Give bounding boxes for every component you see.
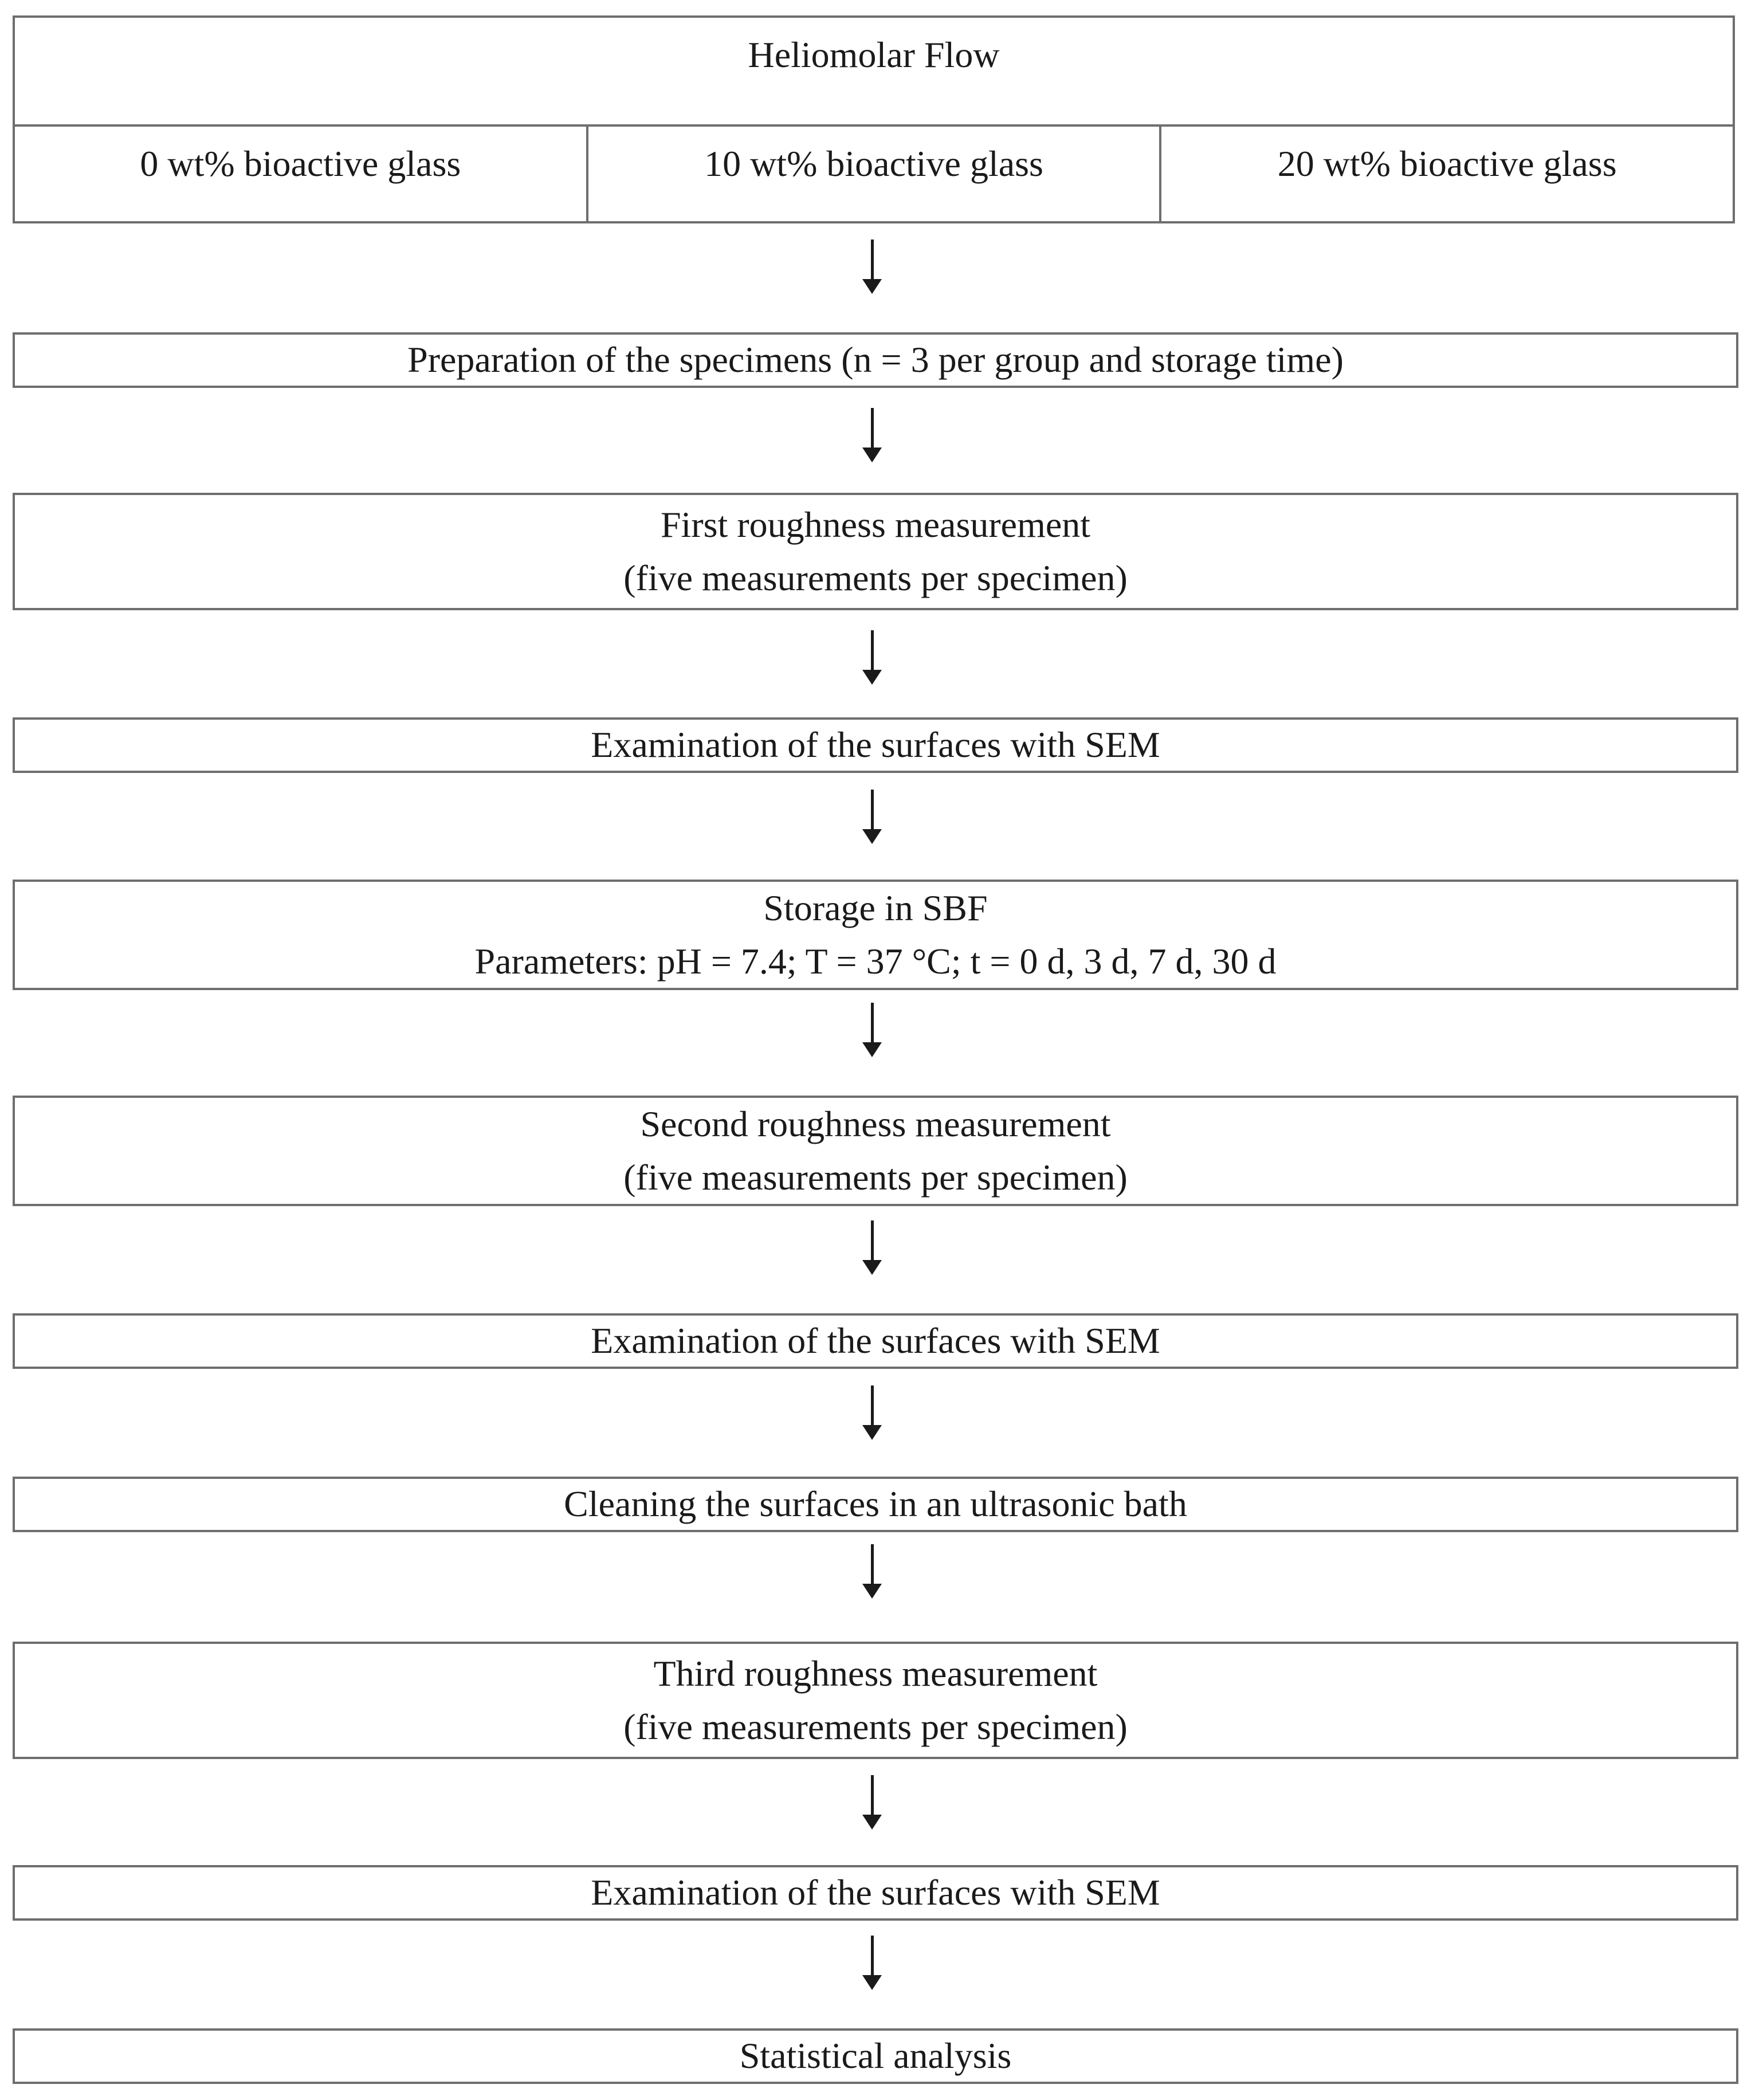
step-storage-title: Storage in SBF	[763, 887, 988, 928]
flow-arrow-down-icon	[862, 408, 882, 462]
step-statistical-analysis: Statistical analysis	[13, 2028, 1738, 2084]
step-first-roughness-detail: (five measurements per specimen)	[623, 557, 1128, 598]
flow-arrow-down-icon	[862, 1544, 882, 1599]
step-third-roughness-measurement: Third roughness measurement (five measur…	[13, 1642, 1738, 1759]
step-third-sem-text: Examination of the surfaces with SEM	[591, 1872, 1160, 1913]
group-cell-0-wt: 0 wt% bioactive glass	[15, 127, 586, 221]
material-title: Heliomolar Flow	[748, 34, 1000, 75]
step-first-roughness-measurement: First roughness measurement (five measur…	[13, 493, 1738, 610]
group-columns: 0 wt% bioactive glass 10 wt% bioactive g…	[15, 127, 1733, 221]
flow-arrow-down-icon	[862, 1220, 882, 1275]
step-first-sem-text: Examination of the surfaces with SEM	[591, 724, 1160, 766]
step-specimen-preparation-text: Preparation of the specimens (n = 3 per …	[407, 339, 1344, 380]
group-label-0-wt: 0 wt% bioactive glass	[140, 143, 461, 184]
step-storage-parameters: Parameters: pH = 7.4; T = 37 °C; t = 0 d…	[474, 940, 1277, 982]
step-ultrasonic-cleaning: Cleaning the surfaces in an ultrasonic b…	[13, 1477, 1738, 1532]
step-second-sem-text: Examination of the surfaces with SEM	[591, 1320, 1160, 1361]
flow-arrow-down-icon	[862, 1936, 882, 1990]
step-statistical-analysis-text: Statistical analysis	[739, 2035, 1012, 2077]
step-third-roughness-title: Third roughness measurement	[653, 1652, 1098, 1694]
group-cell-10-wt: 10 wt% bioactive glass	[586, 127, 1160, 221]
step-first-sem-examination: Examination of the surfaces with SEM	[13, 717, 1738, 773]
flow-arrow-down-icon	[862, 790, 882, 844]
header-title-row: Heliomolar Flow	[15, 18, 1733, 127]
step-third-roughness-detail: (five measurements per specimen)	[623, 1706, 1128, 1747]
step-second-sem-examination: Examination of the surfaces with SEM	[13, 1313, 1738, 1369]
group-label-20-wt: 20 wt% bioactive glass	[1277, 143, 1617, 184]
flow-arrow-down-icon	[862, 1003, 882, 1057]
flow-arrow-down-icon	[862, 240, 882, 294]
flow-arrow-down-icon	[862, 1775, 882, 1830]
flow-arrow-down-icon	[862, 1385, 882, 1440]
step-third-sem-examination: Examination of the surfaces with SEM	[13, 1865, 1738, 1921]
step-ultrasonic-cleaning-text: Cleaning the surfaces in an ultrasonic b…	[564, 1483, 1187, 1525]
step-specimen-preparation: Preparation of the specimens (n = 3 per …	[13, 332, 1738, 388]
group-cell-20-wt: 20 wt% bioactive glass	[1159, 127, 1733, 221]
step-storage-in-sbf: Storage in SBF Parameters: pH = 7.4; T =…	[13, 880, 1738, 990]
step-first-roughness-title: First roughness measurement	[660, 504, 1091, 545]
group-label-10-wt: 10 wt% bioactive glass	[704, 143, 1043, 184]
flow-arrow-down-icon	[862, 630, 882, 685]
step-second-roughness-detail: (five measurements per specimen)	[623, 1156, 1128, 1198]
material-groups-box: Heliomolar Flow 0 wt% bioactive glass 10…	[13, 15, 1735, 223]
step-second-roughness-measurement: Second roughness measurement (five measu…	[13, 1096, 1738, 1206]
step-second-roughness-title: Second roughness measurement	[640, 1103, 1111, 1144]
